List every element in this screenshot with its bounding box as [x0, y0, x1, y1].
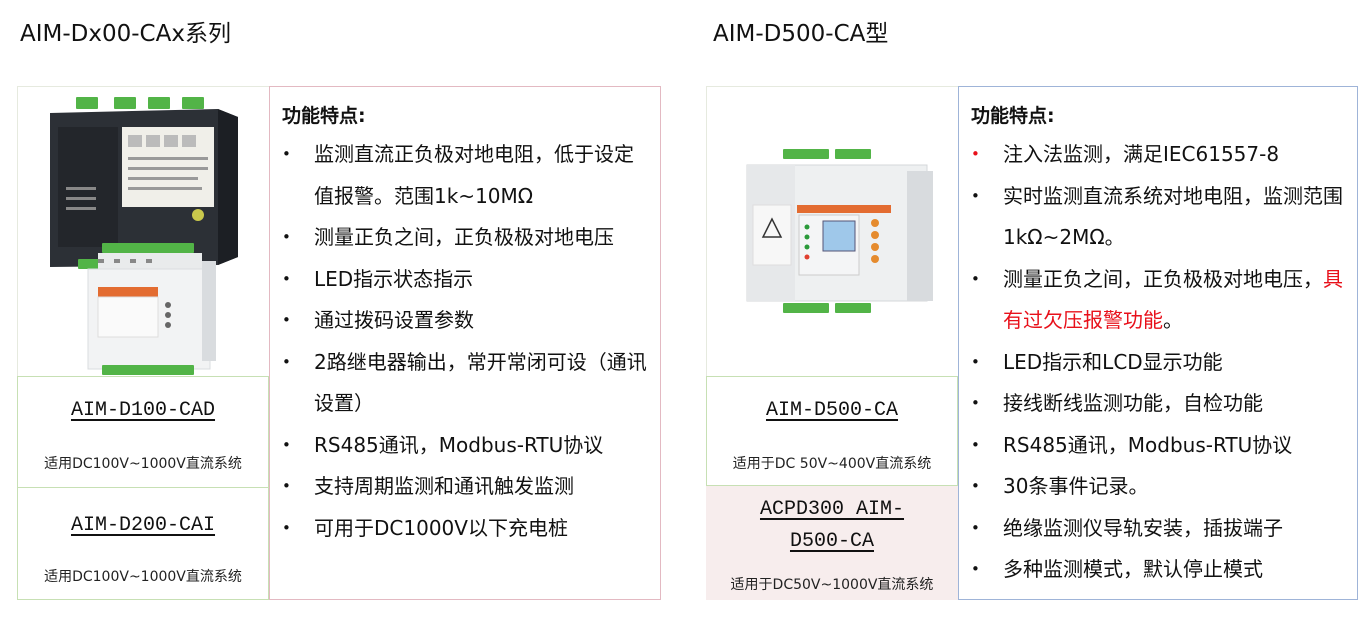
model-name-aim-d500-ca: AIM-D500-CA [765, 399, 899, 422]
model-subtitle-aim-d200-cai: 适用DC100V~1000V直流系统 [44, 569, 242, 585]
model-name-aim-d200-cai: AIM-D200-CAI [70, 514, 216, 537]
bullet-icon: • [971, 560, 980, 578]
list-item: •可用于DC1000V以下充电桩 [282, 508, 650, 550]
model-subtitle-acpd300: 适用于DC50V~1000V直流系统 [730, 577, 934, 593]
list-item: •RS485通讯，Modbus-RTU协议 [971, 425, 1347, 467]
left-product-image-cell [17, 86, 269, 376]
bullet-icon: • [971, 394, 980, 412]
list-item: •注入法监测，满足IEC61557-8 [971, 134, 1347, 176]
right-features-list: •注入法监测，满足IEC61557-8 •实时监测直流系统对地电阻，监测范围1k… [971, 134, 1347, 591]
bullet-icon: • [282, 477, 291, 495]
bullet-icon: • [282, 311, 291, 329]
list-item: •LED指示和LCD显示功能 [971, 342, 1347, 384]
list-item: •RS485通讯，Modbus-RTU协议 [282, 425, 650, 467]
model-cell-acpd300: ACPD300 AIM- D500-CA 适用于DC50V~1000V直流系统 [706, 486, 958, 600]
model-subtitle-aim-d100-cad: 适用DC100V~1000V直流系统 [44, 456, 242, 472]
bullet-icon: • [971, 352, 980, 371]
model-subtitle-aim-d500-ca: 适用于DC 50V~400V直流系统 [732, 456, 932, 472]
bullet-icon: • [282, 228, 291, 246]
list-item: •实时监测直流系统对地电阻，监测范围1kΩ~2MΩ。 [971, 176, 1347, 259]
model-cell-aim-d500-ca: AIM-D500-CA 适用于DC 50V~400V直流系统 [706, 376, 958, 486]
aim-d500-device-image [746, 149, 933, 313]
bullet-icon: • [282, 145, 291, 163]
bullet-icon: • [282, 435, 291, 454]
list-item: •监测直流正负极对地电阻，低于设定值报警。范围1k~10MΩ [282, 134, 650, 217]
list-item: •测量正负之间，正负极极对地电压 [282, 217, 650, 259]
bullet-icon: • [971, 518, 980, 537]
right-features-title: 功能特点: [971, 105, 1055, 127]
aim-d100-device-image [50, 97, 238, 375]
list-item: •多种监测模式，默认停止模式 [971, 549, 1347, 591]
model-cell-aim-d200-cai: AIM-D200-CAI 适用DC100V~1000V直流系统 [17, 488, 269, 600]
left-features-title: 功能特点: [282, 105, 366, 127]
model-name-aim-d100-cad: AIM-D100-CAD [70, 399, 216, 422]
list-item: •支持周期监测和通讯触发监测 [282, 466, 650, 508]
left-series-heading: AIM-Dx00-CAx系列 [20, 21, 231, 47]
bullet-icon: • [282, 518, 291, 537]
bullet-icon: • [971, 145, 980, 163]
bullet-icon: • [971, 477, 980, 495]
list-item: •绝缘监测仪导轨安装，插拔端子 [971, 508, 1347, 550]
left-features-cell: 功能特点: •监测直流正负极对地电阻，低于设定值报警。范围1k~10MΩ •测量… [269, 86, 661, 600]
list-item: •接线断线监测功能，自检功能 [971, 383, 1347, 425]
model-cell-aim-d100-cad: AIM-D100-CAD 适用DC100V~1000V直流系统 [17, 376, 269, 488]
bullet-icon: • [282, 352, 291, 371]
bullet-icon: • [282, 269, 291, 288]
bullet-icon: • [971, 269, 980, 288]
right-series-heading: AIM-D500-CA型 [713, 21, 889, 47]
model-name-acpd300-line2: D500-CA [789, 530, 874, 553]
bullet-icon: • [971, 435, 980, 454]
list-item: •LED指示状态指示 [282, 259, 650, 301]
list-item: •通过拨码设置参数 [282, 300, 650, 342]
highlight-text: 具有过欠压报警功能 [1003, 266, 1343, 333]
right-features-cell: 功能特点: •注入法监测，满足IEC61557-8 •实时监测直流系统对地电阻，… [958, 86, 1358, 600]
list-item: •30条事件记录。 [971, 466, 1347, 508]
bullet-icon: • [971, 186, 980, 205]
left-features-list: •监测直流正负极对地电阻，低于设定值报警。范围1k~10MΩ •测量正负之间，正… [282, 134, 650, 549]
model-name-acpd300-line1: ACPD300 AIM- [759, 498, 905, 521]
right-product-image-cell [706, 86, 958, 376]
list-item: •测量正负之间，正负极极对地电压，具有过欠压报警功能。 [971, 259, 1347, 342]
list-item: •2路继电器输出，常开常闭可设（通讯设置） [282, 342, 650, 425]
